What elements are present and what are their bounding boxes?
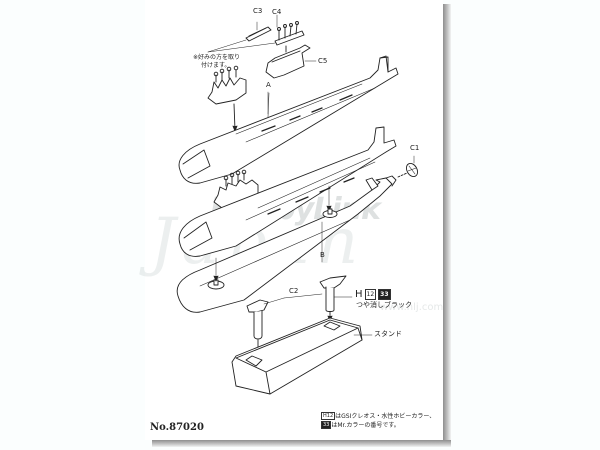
legend-hobby-code-box: H12 — [321, 412, 336, 420]
part-c5-illustration — [265, 44, 317, 79]
part-label-b: B — [320, 251, 325, 259]
paint-color-name: つや消しブラック — [356, 301, 412, 309]
sheet-shadow-right — [443, 4, 451, 447]
legend-line2-text: はMr.カラーの番号です。 — [331, 422, 400, 429]
stand-base-illustration — [231, 317, 373, 395]
part-c4-illustration — [274, 14, 305, 53]
paint-prefix: H — [355, 288, 363, 300]
hobby-color-code: 12 — [364, 289, 377, 300]
part-label-c2: C2 — [289, 287, 299, 295]
part-label-c4: C4 — [272, 8, 282, 16]
sail-with-masts-upper — [207, 65, 247, 132]
part-c3-illustration — [245, 21, 272, 42]
optional-attach-note-line1: ※好みの方を取り — [193, 54, 241, 61]
part-label-c1: C1 — [410, 144, 420, 152]
product-number: No.87020 — [150, 422, 204, 433]
propeller-c1-illustration — [397, 155, 419, 178]
part-label-c5: C5 — [318, 57, 328, 65]
hull-assembled-middle — [178, 126, 397, 257]
stand-label: スタンド — [374, 330, 402, 338]
sheet-shadow-bottom — [152, 440, 451, 447]
legend-mr-code-box: 33 — [321, 421, 332, 429]
stand-post-c2-right — [319, 275, 353, 322]
hull-a-illustration — [178, 55, 399, 184]
legend-line1-text: はGSIクレオス・水性ホビーカラー、 — [335, 413, 436, 420]
paint-code-callout: H 12 33 — [355, 289, 391, 300]
part-label-a: A — [266, 81, 271, 89]
optional-attach-note: ※好みの方を取り 付けます。 — [193, 54, 240, 70]
part-label-c3: C3 — [253, 7, 263, 15]
hull-b-illustration — [176, 175, 397, 313]
mr-color-code: 33 — [378, 289, 391, 300]
optional-attach-note-line2: 付けます。 — [201, 62, 231, 69]
